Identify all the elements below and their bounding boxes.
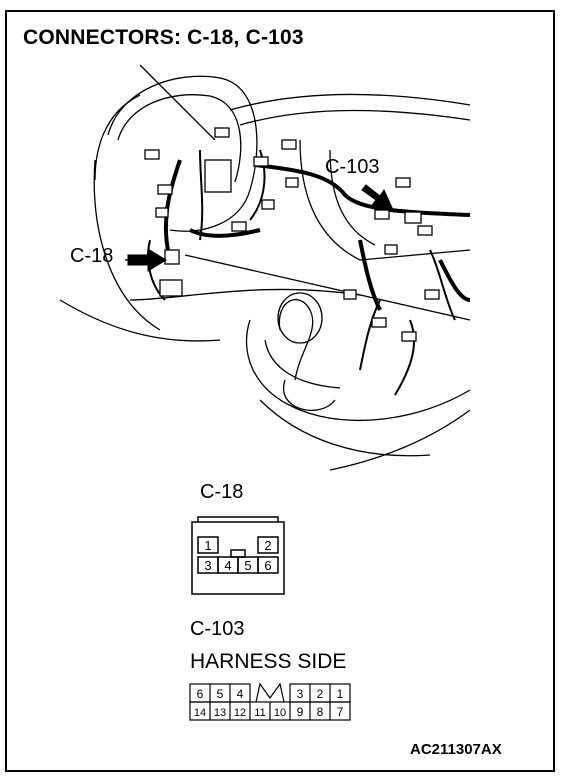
c103-pin-1: 1 bbox=[337, 687, 344, 701]
harness-side-label: HARNESS SIDE bbox=[190, 650, 347, 673]
c103-pin-12: 12 bbox=[234, 707, 246, 719]
c18-pin-6: 6 bbox=[264, 558, 271, 573]
c103-pin-3: 3 bbox=[297, 687, 304, 701]
c103-pin-6: 6 bbox=[197, 687, 204, 701]
c18-callout-label: C-18 bbox=[70, 245, 114, 267]
c103-pin-13: 13 bbox=[214, 707, 226, 719]
c18-connector-face bbox=[191, 516, 285, 595]
c103-connector-face bbox=[189, 682, 351, 721]
c103-pin-11: 11 bbox=[254, 707, 265, 719]
figure-frame bbox=[5, 10, 555, 772]
c103-pin-14: 14 bbox=[194, 707, 206, 719]
steering-wheel bbox=[107, 75, 258, 232]
c103-callout-label: C-103 bbox=[325, 156, 380, 178]
c103-pin-9: 9 bbox=[297, 705, 304, 719]
figure-code: AC211307AX bbox=[410, 741, 502, 758]
c103-pin-5: 5 bbox=[217, 687, 224, 701]
c103-pin-4: 4 bbox=[237, 687, 244, 701]
c18-pin-5: 5 bbox=[244, 558, 251, 573]
c18-pin-2: 2 bbox=[264, 538, 271, 553]
c103-connector-label: C-103 bbox=[190, 618, 245, 640]
c18-pin-1: 1 bbox=[204, 538, 211, 553]
c18-pin-3: 3 bbox=[204, 558, 211, 573]
c103-pin-7: 7 bbox=[337, 705, 344, 719]
c18-pin-4: 4 bbox=[224, 558, 231, 573]
figure-title: CONNECTORS: C-18, C-103 bbox=[23, 26, 304, 49]
c103-pin-10: 10 bbox=[274, 707, 286, 719]
c18-arrow bbox=[127, 248, 167, 272]
c18-connector-label: C-18 bbox=[200, 481, 244, 503]
c103-pin-8: 8 bbox=[317, 705, 324, 719]
c103-pin-2: 2 bbox=[317, 687, 324, 701]
c103-arrow bbox=[361, 184, 395, 213]
c103-key bbox=[255, 682, 285, 703]
